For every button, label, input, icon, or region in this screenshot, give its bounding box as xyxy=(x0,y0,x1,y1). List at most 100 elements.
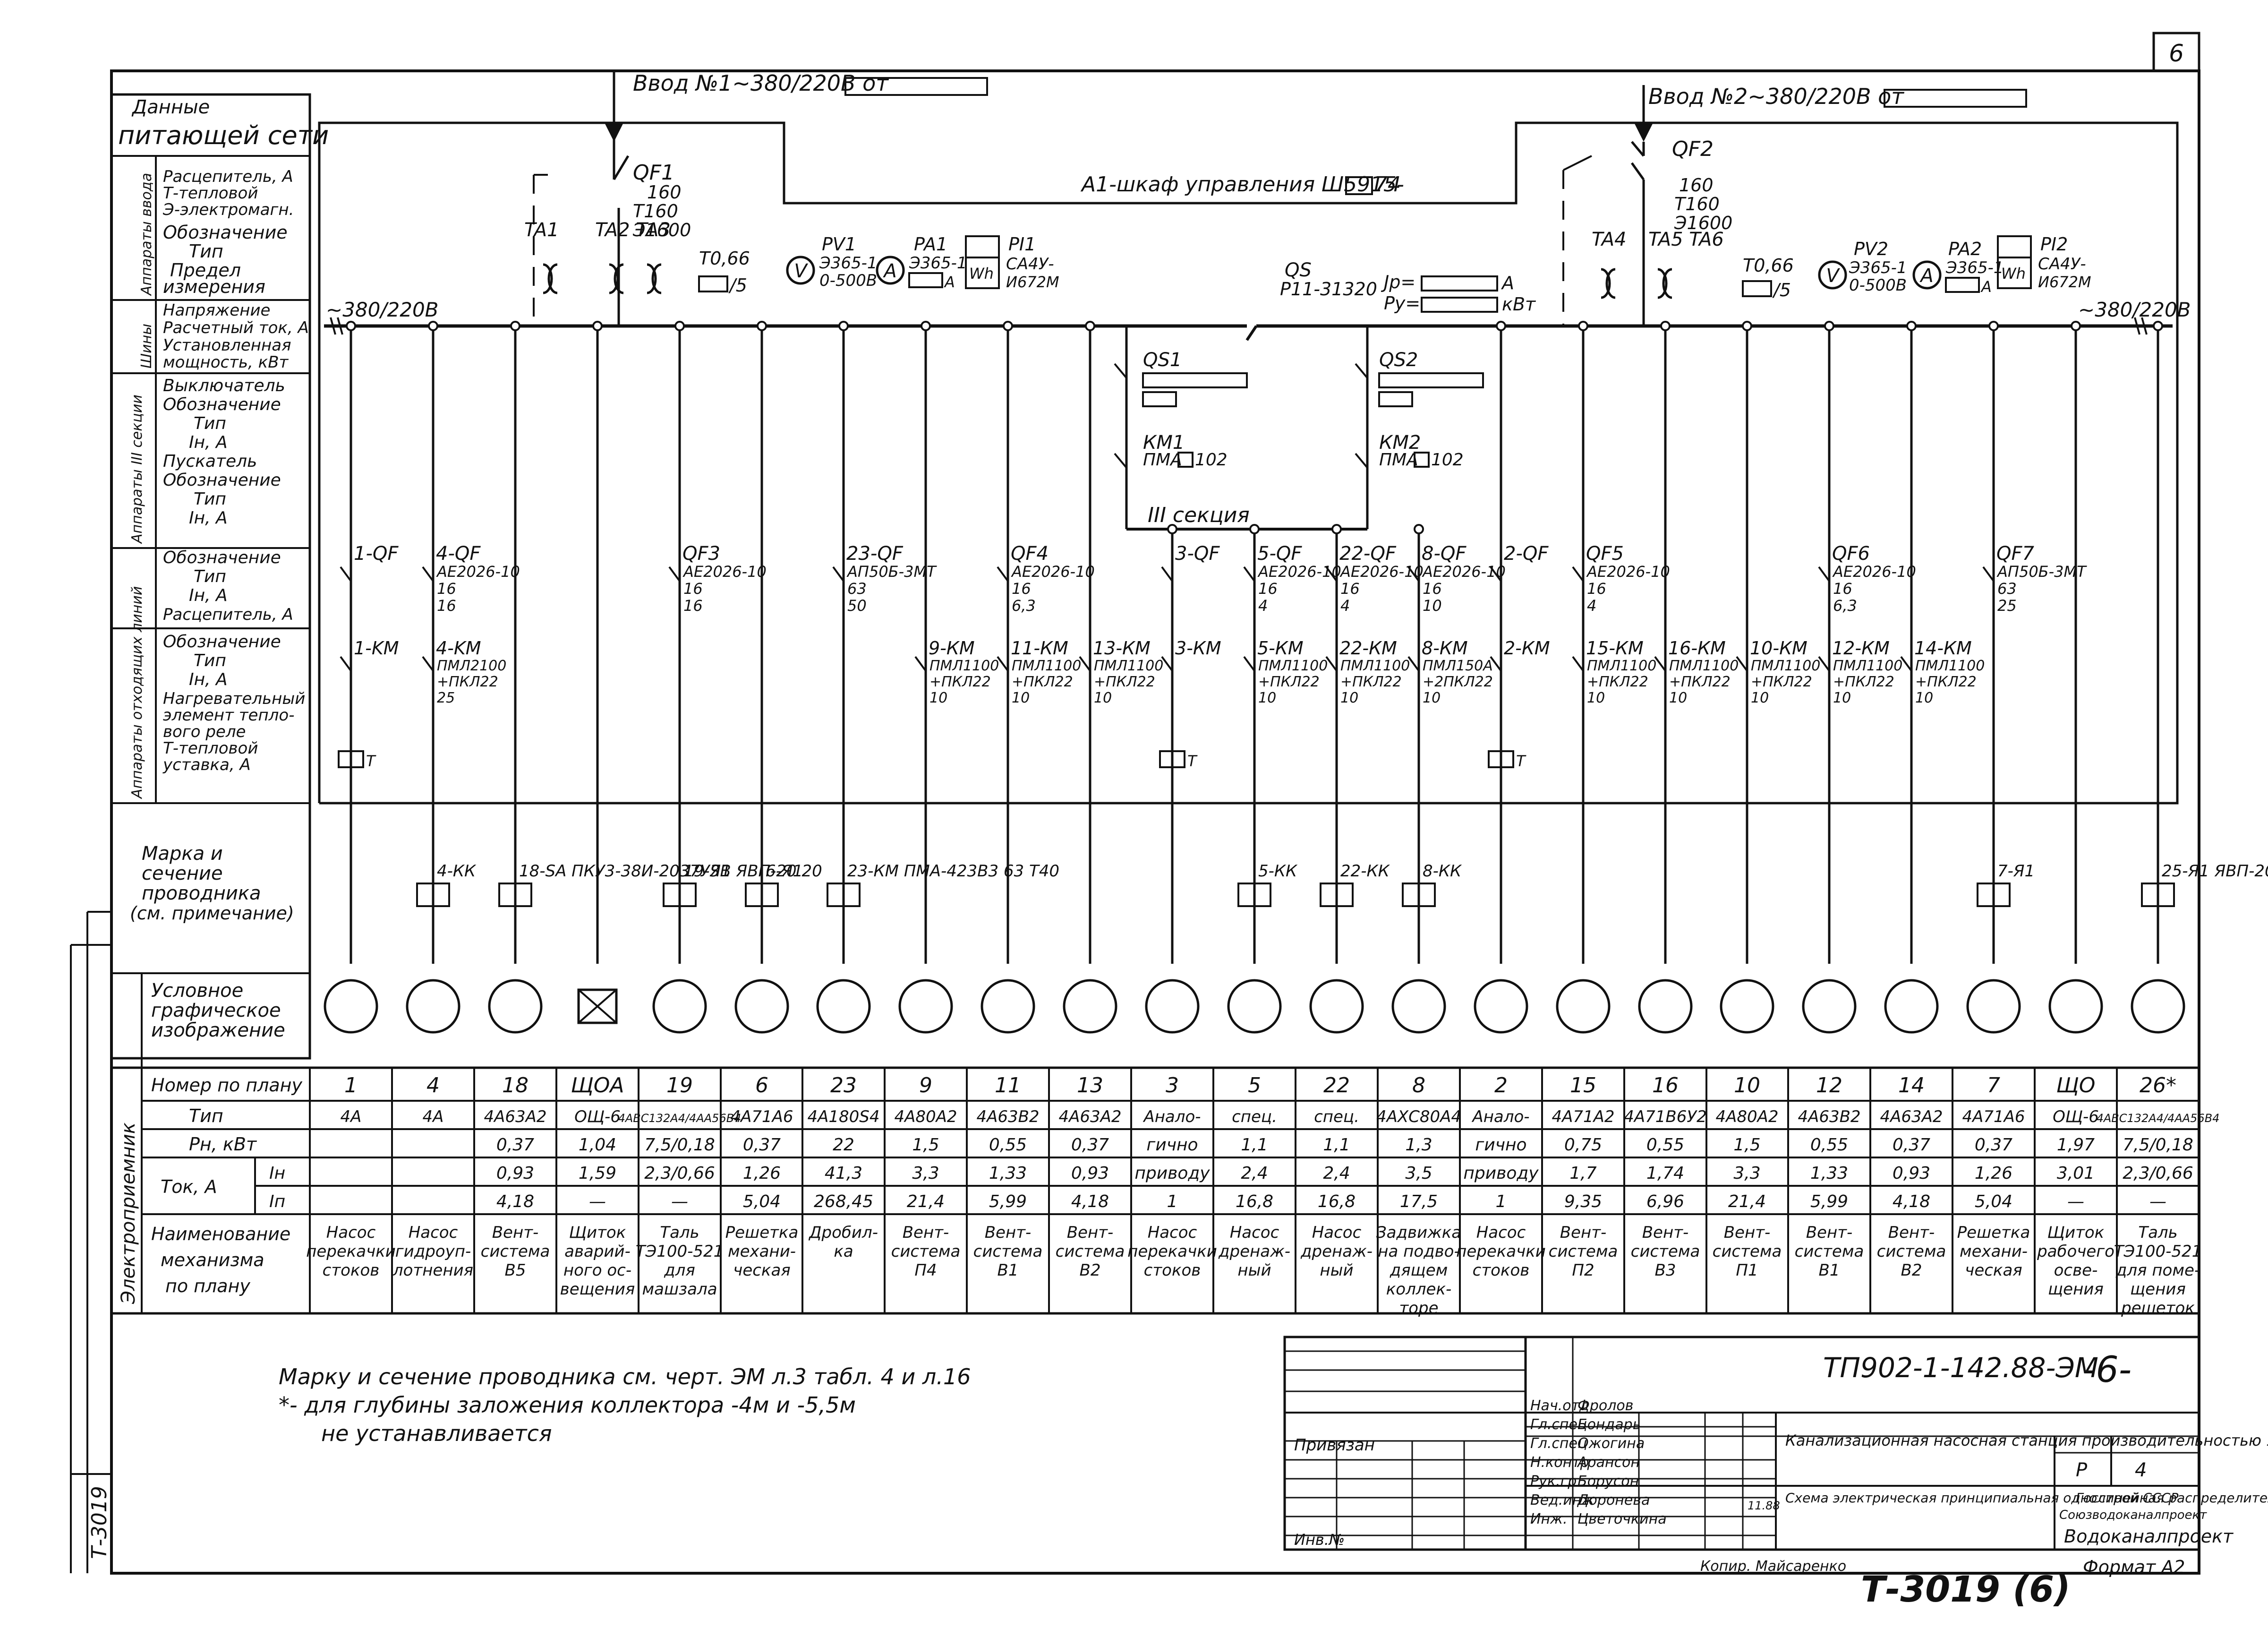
table-cell-number: 23 xyxy=(830,1073,857,1097)
field-device-label: 4-КК xyxy=(437,862,477,881)
starter-label: 5-КМ xyxy=(1257,638,1304,659)
table-cell-load: Вент- xyxy=(1067,1223,1114,1242)
starter-label: 3-КМ xyxy=(1175,638,1221,659)
ta1-label: TA1 xyxy=(524,219,559,241)
breaker-param: АЕ2026-10 xyxy=(1422,563,1506,581)
input-2: Ввод №2~380/220В от QF2 160 Т160 Э1600 T… xyxy=(1562,84,2027,326)
table-cell-power: гично xyxy=(1146,1135,1198,1155)
table-cell-load: ТЭ100-521 xyxy=(636,1242,724,1261)
table-cell-ip: — xyxy=(2149,1192,2166,1211)
receiver-symbol-icon xyxy=(981,979,1035,1034)
svg-text:0-500В: 0-500В xyxy=(819,271,877,290)
field-device-label: 8-КК xyxy=(1423,862,1462,881)
input-row-1: Расцепитель, А xyxy=(163,167,293,186)
starter-param: 10 xyxy=(929,690,947,706)
ct-ratio-left: Т0,66 xyxy=(699,248,750,269)
starter-param: ПМЛ1100 xyxy=(1833,658,1902,674)
starter-param: 10 xyxy=(1094,690,1112,706)
receiver-symbol-icon xyxy=(1802,979,1857,1034)
table-cell-in: 3,01 xyxy=(2057,1164,2095,1183)
field-device-label: 6-Я1 xyxy=(766,862,803,881)
starter-param: 10 xyxy=(1833,690,1851,706)
svg-text:Э365-1: Э365-1 xyxy=(819,254,878,273)
svg-text:А: А xyxy=(944,273,955,291)
breaker-param: АП50Б-3МТ xyxy=(1996,563,2087,581)
breaker-label: 22-QF xyxy=(1339,543,1397,565)
table-cell-load: В3 xyxy=(1655,1261,1676,1280)
supply-label-1: Данные xyxy=(131,96,210,118)
qs-type: Р11-31320 xyxy=(1280,279,1377,300)
table-cell-ip: 4,18 xyxy=(496,1192,534,1211)
table-cell-power: 0,55 xyxy=(1646,1135,1684,1155)
svg-text:Э365-1: Э365-1 xyxy=(1945,258,2004,277)
qf2-thermal: Т160 xyxy=(1674,194,1720,214)
receiver-symbol-icon xyxy=(2048,979,2103,1034)
table-cell-in: 3,5 xyxy=(1405,1164,1432,1183)
table-cell-type: ОЩ-6 xyxy=(574,1107,621,1126)
receiver-symbol-icon xyxy=(1474,979,1528,1034)
svg-text:V: V xyxy=(794,260,808,282)
title-role: Гл.спец xyxy=(1530,1416,1587,1433)
qf1-rating: 160 xyxy=(647,182,682,203)
starter-label: 1-KM xyxy=(354,638,399,659)
breaker-label: 4-QF xyxy=(436,543,481,565)
voltmeter-pv1-icon xyxy=(786,256,815,285)
archive-number: Т-3019 (6) xyxy=(1861,1568,2071,1610)
breaker-label: 3-QF xyxy=(1175,543,1220,565)
receiver-symbol-icon xyxy=(1391,979,1446,1034)
drawing-code: ТП902-1-142.88-ЭМ xyxy=(1823,1352,2098,1384)
bus-row-2: Расчетный ток, А xyxy=(163,318,309,337)
qf1-label: QF1 xyxy=(633,161,674,185)
table-cell-load: щения xyxy=(2048,1280,2104,1299)
starter-param: 10 xyxy=(1258,690,1276,706)
title-role: Н.контр xyxy=(1530,1454,1589,1471)
table-cell-load: В1 xyxy=(998,1261,1019,1280)
table-cell-load: система xyxy=(481,1242,550,1261)
table-cell-number: 5 xyxy=(1248,1073,1261,1097)
breaker-label: 8-QF xyxy=(1422,543,1467,565)
breaker-param: 10 xyxy=(1423,597,1442,615)
starter-param: +ПКЛ22 xyxy=(437,674,498,690)
section-row-8: Iн, А xyxy=(189,508,228,528)
strip-label-bus: Шины xyxy=(138,324,155,369)
breaker-param: 16 xyxy=(437,580,456,598)
starter-label: 12-КМ xyxy=(1832,638,1890,659)
table-cell-power: 1,1 xyxy=(1323,1135,1350,1155)
bus-tap-icon xyxy=(1167,524,1177,534)
table-cell-type: 4А71А6 xyxy=(730,1107,793,1126)
bus-row-3: Установленная xyxy=(163,336,291,355)
receiver-symbol-icon xyxy=(652,979,707,1034)
table-cell-number: 26* xyxy=(2140,1073,2176,1097)
table-cell-ip: 5,99 xyxy=(989,1192,1027,1211)
table-cell-ip: 21,4 xyxy=(1728,1192,1766,1211)
meters-input-2: V PV2 Э365-1 0-500В A PA2 Э365-1 А Wh PI… xyxy=(1818,234,2091,296)
table-cell-load: Вент- xyxy=(903,1223,949,1242)
table-cell-type: 4А80А2 xyxy=(1715,1107,1778,1126)
input-row-3: Э-электромагн. xyxy=(162,200,294,219)
table-cell-load: механи- xyxy=(728,1242,796,1261)
table-cell-ip: 268,45 xyxy=(814,1192,873,1211)
table-cell-load: В2 xyxy=(1080,1261,1101,1280)
wire-label-3: проводника xyxy=(142,883,261,904)
starter-param: +ПКЛ22 xyxy=(1833,674,1894,690)
bus-tap-icon xyxy=(428,321,438,331)
table-cell-number: 16 xyxy=(1652,1073,1679,1097)
table-cell-type: 4А63В2 xyxy=(976,1107,1039,1126)
svg-text:PV2: PV2 xyxy=(1854,239,1888,259)
title-block: ТП902-1-142.88-ЭМ -6- Привязан Инв.№ 11.… xyxy=(1283,1336,2268,1610)
outgoing-circuits: 1-QF1-KMT14АНасосперекачкистоков4-QFАЕ20… xyxy=(306,321,2268,1318)
table-cell-type: Анало- xyxy=(1471,1107,1529,1126)
table-cell-number: ЩОА xyxy=(571,1073,624,1097)
note-line-1: Марку и сечение проводника см. черт. ЭМ … xyxy=(279,1364,971,1389)
table-cell-number: 7 xyxy=(1987,1073,2000,1097)
title-name: Доронева xyxy=(1577,1492,1650,1508)
breaker-label: QF7 xyxy=(1996,543,2034,565)
table-cell-power: 7,5/0,18 xyxy=(2123,1135,2193,1155)
circuit-18: 10-КМПМЛ1100+ПКЛ2210104А80А21,53,321,4Ве… xyxy=(1705,321,1820,1313)
receiver-symbol-icon xyxy=(1638,979,1693,1034)
table-cell-number: ЩО xyxy=(2056,1073,2096,1097)
ct-ratio-left-secondary: /5 xyxy=(728,275,747,296)
table-cell-load: на подво- xyxy=(1378,1242,1460,1261)
breaker-param: 16 xyxy=(683,597,703,615)
